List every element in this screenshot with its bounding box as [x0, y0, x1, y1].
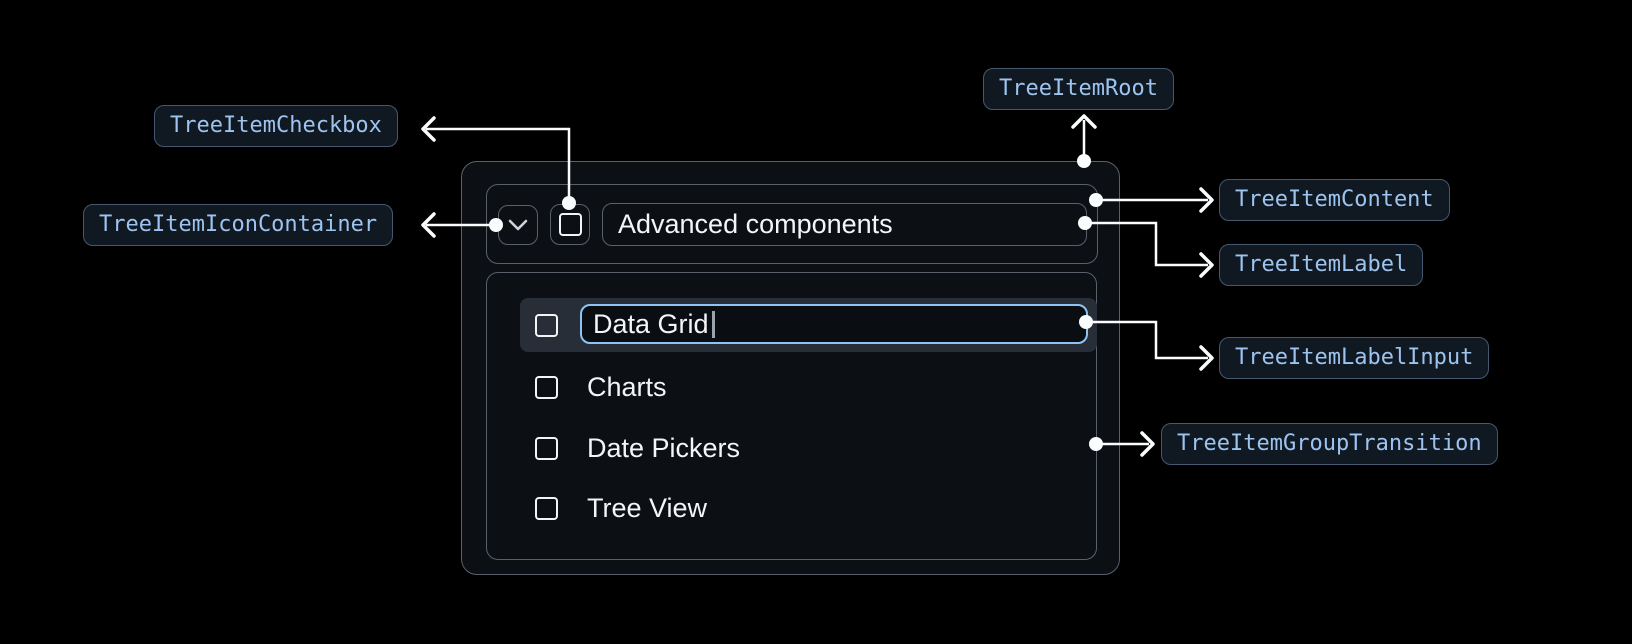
- annotation-pill-tree-item-label: TreeItemLabel: [1219, 244, 1424, 286]
- annotation-pill-tree-item-checkbox: TreeItemCheckbox: [154, 105, 398, 147]
- tree-item-checkbox[interactable]: [550, 204, 590, 245]
- tree-row[interactable]: Tree View: [535, 492, 708, 523]
- checkbox-unchecked-icon[interactable]: [535, 375, 558, 399]
- checkbox-unchecked-icon[interactable]: [535, 314, 558, 337]
- tree-row-label: Date Pickers: [587, 432, 741, 463]
- label-input-value: Data Grid: [593, 308, 709, 339]
- checkbox-unchecked-icon[interactable]: [535, 496, 558, 520]
- tree-row-editing[interactable]: Data Grid: [520, 298, 1097, 352]
- parent-label-text: Advanced components: [618, 209, 893, 239]
- tree-row-label: Tree View: [587, 492, 708, 523]
- tree-row-label: Charts: [587, 371, 667, 402]
- tree-item-label-input[interactable]: Data Grid: [580, 304, 1088, 344]
- checkbox-unchecked-icon: [558, 213, 582, 236]
- expand-collapse-button[interactable]: [498, 205, 538, 245]
- tree-item-root: Advanced components Data Grid Charts Dat…: [461, 161, 1120, 575]
- annotation-pill-tree-item-content: TreeItemContent: [1219, 179, 1450, 221]
- tree-item-group-transition: Data Grid Charts Date Pickers Tree View: [486, 272, 1097, 560]
- checkbox-unchecked-icon[interactable]: [535, 436, 558, 460]
- annotation-pill-tree-item-root: TreeItemRoot: [983, 68, 1174, 110]
- text-caret: [711, 310, 715, 338]
- annotation-pill-tree-item-icon-container: TreeItemIconContainer: [83, 204, 394, 246]
- tree-item-label[interactable]: Advanced components: [602, 203, 1087, 246]
- chevron-down-icon: [508, 219, 528, 231]
- annotation-pill-tree-item-group-transition: TreeItemGroupTransition: [1161, 423, 1498, 465]
- tree-row[interactable]: Charts: [535, 371, 667, 402]
- tree-item-content[interactable]: Advanced components: [486, 184, 1098, 264]
- tree-row[interactable]: Date Pickers: [535, 432, 741, 463]
- annotation-pill-tree-item-label-input: TreeItemLabelInput: [1219, 337, 1490, 379]
